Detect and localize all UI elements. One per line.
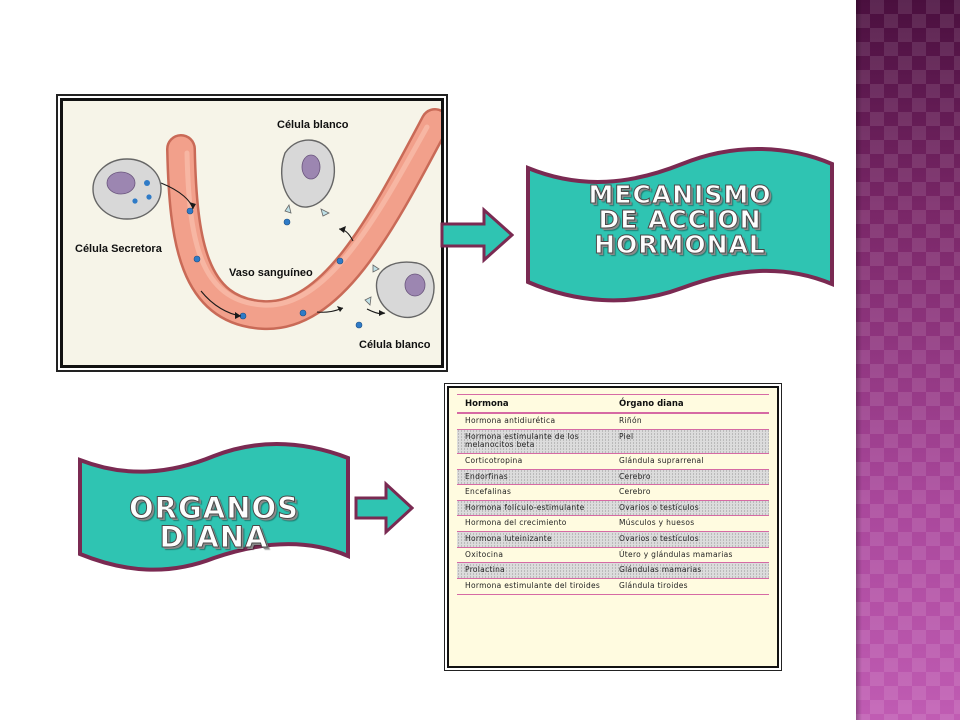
- cell-target-organ: Riñón: [611, 413, 769, 430]
- cell-target-organ: Glándulas mamarias: [611, 562, 769, 579]
- decorative-side-strip: [856, 0, 960, 720]
- column-header-hormone: Hormona: [457, 394, 611, 414]
- arrow-right-icon: [440, 206, 514, 264]
- cell-target-organ: Cerebro: [611, 484, 769, 501]
- table-header-row: Hormona Órgano diana: [457, 394, 769, 414]
- column-header-target-organ: Órgano diana: [611, 394, 769, 414]
- cell-target-organ: Cerebro: [611, 469, 769, 486]
- banner-hormonal-mechanism: MECANISMO DE ACCION HORMONAL: [522, 142, 838, 310]
- table-row: Hormona luteinizante Ovarios o testículo…: [457, 531, 769, 548]
- table-row: Encefalinas Cerebro: [457, 484, 769, 501]
- label-target-cell-top: Célula blanco: [277, 119, 349, 131]
- arrow-right-icon: [354, 480, 414, 536]
- cell-target-organ: Glándula tiroides: [611, 578, 769, 595]
- wave-banner-shape: [78, 442, 350, 572]
- cell-target-organ: Útero y glándulas mamarias: [611, 547, 769, 564]
- cell-target-organ: Glándula suprarrenal: [611, 453, 769, 470]
- table-row: Oxitocina Útero y glándulas mamarias: [457, 547, 769, 564]
- cell-hormone: Oxitocina: [457, 547, 611, 564]
- label-blood-vessel: Vaso sanguíneo: [229, 267, 313, 279]
- banner-organs-title: ORGANOS DIANA: [128, 491, 300, 554]
- table-row: Hormona estimulante del tiroides Glándul…: [457, 578, 769, 595]
- banner-line-1: MECANISMO: [588, 180, 772, 209]
- cell-target-organ: Piel: [611, 429, 769, 454]
- table-row: Hormona estimulante de los melanocitos b…: [457, 429, 769, 454]
- hormone-mechanism-diagram: Célula Secretora Célula blanco Vaso sang…: [60, 98, 444, 368]
- cell-hormone: Hormona antidiurética: [457, 413, 611, 430]
- cell-hormone: Prolactina: [457, 562, 611, 579]
- table-row: Hormona antidiurética Riñón: [457, 413, 769, 430]
- cell-target-organ: Músculos y huesos: [611, 515, 769, 532]
- cell-target-organ: Ovarios o testículos: [611, 500, 769, 517]
- table-row: Endorfinas Cerebro: [457, 469, 769, 486]
- hormone-target-table-panel: Hormona Órgano diana Hormona antidiuréti…: [447, 386, 779, 668]
- banner-line-3: HORMONAL: [594, 230, 766, 259]
- cell-hormone: Hormona luteinizante: [457, 531, 611, 548]
- table-row: Corticotropina Glándula suprarrenal: [457, 453, 769, 470]
- wave-banner-shape: [526, 146, 834, 303]
- table-row: Hormona folículo-estimulante Ovarios o t…: [457, 500, 769, 517]
- label-secretory-cell: Célula Secretora: [75, 243, 162, 255]
- banner-target-organs: ORGANOS DIANA: [74, 438, 354, 578]
- cell-hormone: Hormona estimulante de los melanocitos b…: [457, 429, 611, 454]
- cell-target-organ: Ovarios o testículos: [611, 531, 769, 548]
- table-row: Prolactina Glándulas mamarias: [457, 562, 769, 579]
- cell-hormone: Hormona del crecimiento: [457, 515, 611, 532]
- diagram-illustration: [92, 108, 441, 331]
- cell-hormone: Endorfinas: [457, 469, 611, 486]
- cell-hormone: Hormona folículo-estimulante: [457, 500, 611, 517]
- cell-hormone: Corticotropina: [457, 453, 611, 470]
- table-row: Hormona del crecimiento Músculos y hueso…: [457, 515, 769, 532]
- hormone-target-table: Hormona Órgano diana Hormona antidiuréti…: [457, 394, 769, 595]
- banner-line-2: DE ACCION: [598, 205, 762, 234]
- cell-hormone: Encefalinas: [457, 484, 611, 501]
- label-target-cell-bottom: Célula blanco: [359, 339, 431, 351]
- cell-hormone: Hormona estimulante del tiroides: [457, 578, 611, 595]
